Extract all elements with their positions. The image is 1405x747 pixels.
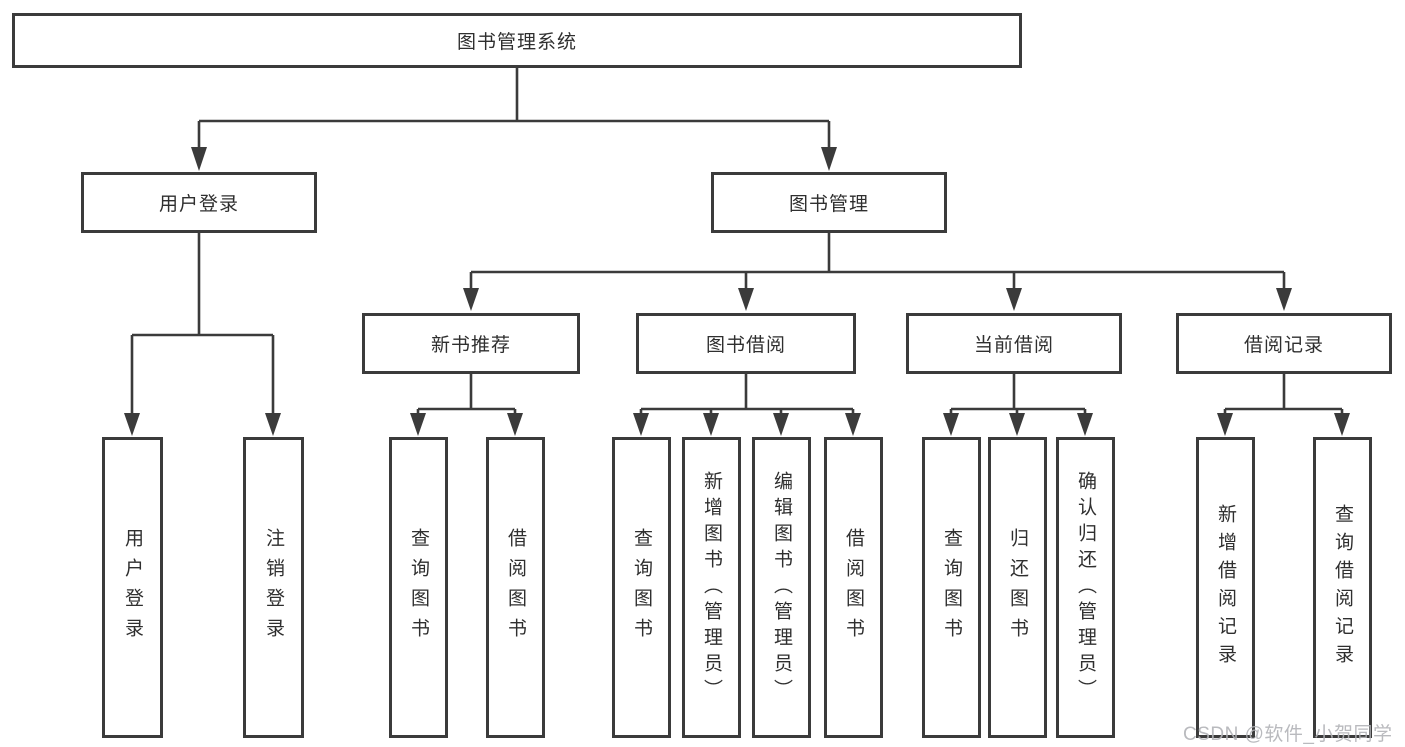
leaf-borrow-books-recommend: 借阅图书: [486, 437, 545, 738]
node-current-borrow: 当前借阅: [906, 313, 1122, 374]
leaf-borrow-books-recommend-label: 借阅图书: [505, 527, 526, 648]
leaf-user-login-label: 用户登录: [122, 527, 143, 648]
leaf-query-borrow-record: 查询借阅记录: [1313, 437, 1372, 738]
leaf-edit-book-admin-label: 编辑图书（管理员）: [771, 470, 792, 705]
leaf-add-book-admin-label: 新增图书（管理员）: [701, 470, 722, 705]
node-current-borrow-label: 当前借阅: [973, 335, 1054, 356]
leaf-confirm-return-admin: 确认归还（管理员）: [1056, 437, 1115, 738]
leaf-query-books-recommend-label: 查询图书: [408, 527, 429, 648]
leaf-borrow-books-borrow-label: 借阅图书: [843, 527, 864, 648]
node-book-management-label: 图书管理: [788, 194, 869, 215]
node-book-management: 图书管理: [711, 172, 947, 233]
leaf-add-borrow-record-label: 新增借阅记录: [1215, 503, 1236, 672]
node-borrow-records-label: 借阅记录: [1243, 335, 1324, 356]
node-root-label: 图书管理系统: [456, 32, 577, 53]
leaf-edit-book-admin: 编辑图书（管理员）: [752, 437, 811, 738]
node-new-book-recommend: 新书推荐: [362, 313, 580, 374]
node-user-login: 用户登录: [81, 172, 317, 233]
node-root: 图书管理系统: [12, 13, 1022, 68]
node-borrow-records: 借阅记录: [1176, 313, 1392, 374]
leaf-add-book-admin: 新增图书（管理员）: [682, 437, 741, 738]
node-book-borrow: 图书借阅: [636, 313, 856, 374]
leaf-query-books-borrow: 查询图书: [612, 437, 671, 738]
leaf-query-books-recommend: 查询图书: [389, 437, 448, 738]
leaf-user-login: 用户登录: [102, 437, 163, 738]
leaf-query-borrow-record-label: 查询借阅记录: [1332, 503, 1353, 672]
watermark: CSDN @软件_小贺同学: [1183, 724, 1393, 745]
leaf-return-books: 归还图书: [988, 437, 1047, 738]
leaf-query-books-borrow-label: 查询图书: [631, 527, 652, 648]
node-user-login-label: 用户登录: [158, 194, 239, 215]
node-new-book-recommend-label: 新书推荐: [430, 335, 511, 356]
leaf-logout: 注销登录: [243, 437, 304, 738]
leaf-query-books-current: 查询图书: [922, 437, 981, 738]
leaf-logout-label: 注销登录: [263, 527, 284, 648]
leaf-query-books-current-label: 查询图书: [941, 527, 962, 648]
leaf-borrow-books-borrow: 借阅图书: [824, 437, 883, 738]
leaf-return-books-label: 归还图书: [1007, 527, 1028, 648]
leaf-confirm-return-admin-label: 确认归还（管理员）: [1075, 470, 1096, 705]
node-book-borrow-label: 图书借阅: [705, 335, 786, 356]
leaf-add-borrow-record: 新增借阅记录: [1196, 437, 1255, 738]
